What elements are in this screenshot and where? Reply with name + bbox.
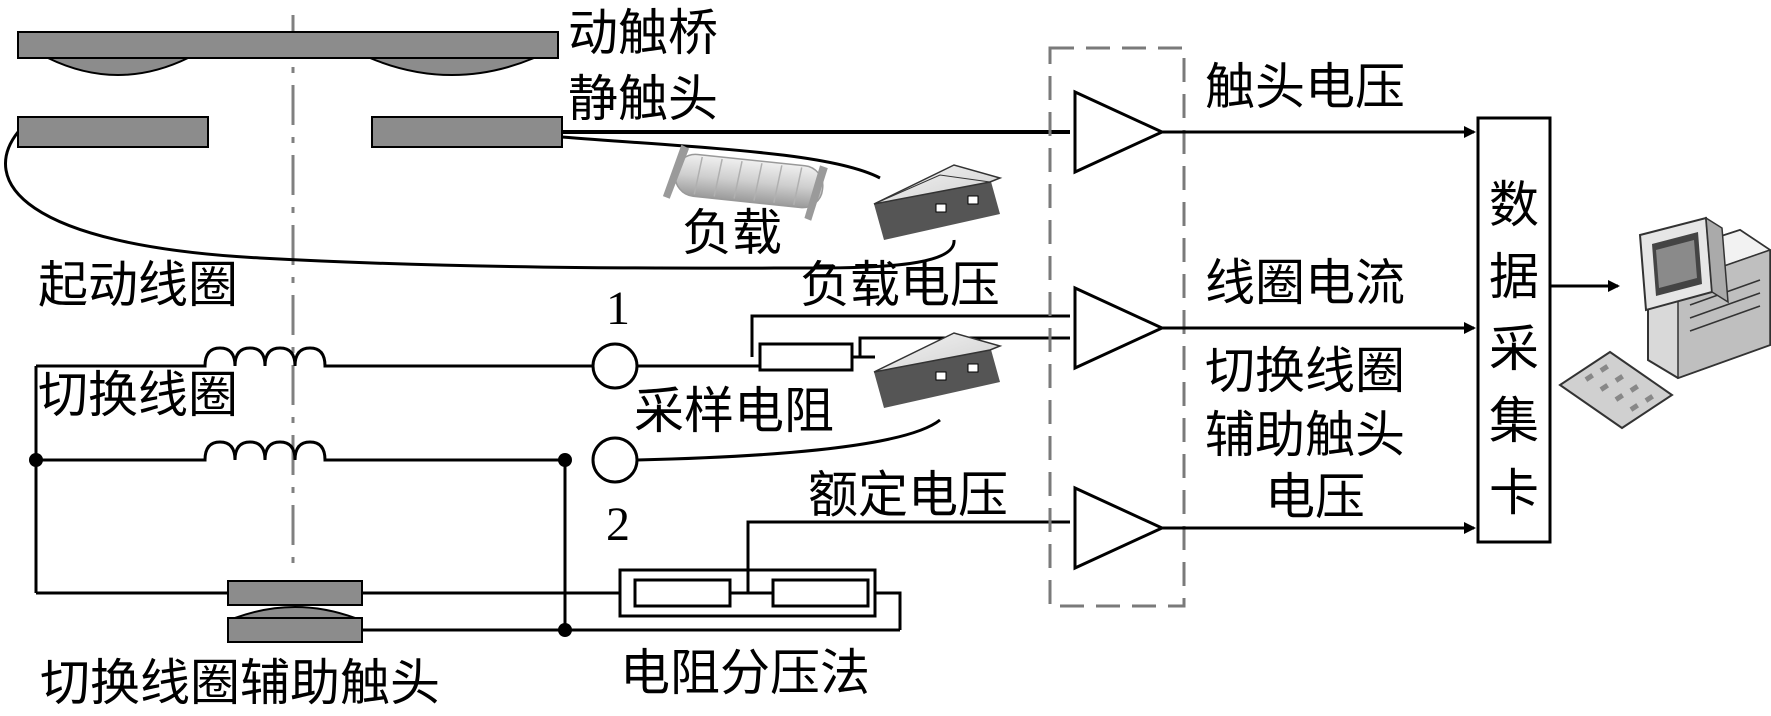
terminal-1-label: 1 [606,282,630,335]
rated-voltage-wire [746,520,1070,593]
aux-contact-label: 切换线圈辅助触头 [40,654,440,712]
aux-voltage-label-3: 电压 [1265,468,1365,526]
computer-icon [1558,216,1771,430]
coil-current-wire-a [750,314,1070,357]
aux-voltage-label-2: 辅助触头 [1205,406,1405,464]
load-wire-right [561,135,881,180]
amplifier-1 [1073,89,1166,175]
start-coil-label: 起动线圈 [38,256,238,314]
start-coil-symbol [36,346,600,368]
coil-current-label: 线圈电流 [1205,254,1405,312]
load-resistor-icon [662,144,828,221]
aux-contact-top [227,580,363,606]
amplifier-3 [1073,485,1166,571]
voltage-probe-icon-2 [873,332,1003,408]
coil-current-wire-b [858,336,1070,357]
contact-voltage-label: 触头电压 [1205,58,1405,116]
switch-coil-label: 切换线圈 [38,366,238,424]
junction-left [29,453,43,467]
static-contact-right [371,116,563,148]
daq-card [1476,116,1552,544]
terminal-2-label: 2 [606,498,630,551]
probe2-wire [636,418,941,462]
sampling-resistor-label: 采样电阻 [634,382,834,440]
voltage-probe-icon [873,164,1003,240]
load-voltage-label: 负载电压 [800,256,1000,314]
daq-char-2: 据 [1489,248,1539,306]
divider-resistor-1 [633,578,732,608]
aux-voltage-label-1: 切换线圈 [1205,342,1405,400]
switch-coil-symbol [36,440,565,462]
aux-contact-bottom [227,606,363,643]
terminal-2 [591,436,639,484]
moving-bridge-label: 动触桥 [568,4,718,62]
daq-char-5: 卡 [1489,464,1539,522]
daq-char-3: 采 [1489,320,1539,378]
daq-char-1: 数 [1489,176,1539,234]
static-contact-label: 静触头 [568,70,718,128]
daq-char-4: 集 [1489,392,1539,450]
divider-resistor-2 [771,578,870,608]
sampling-resistor [758,342,854,372]
amplifier-2 [1073,285,1166,371]
static-contact-left [17,116,209,148]
rated-voltage-label: 额定电压 [808,466,1008,524]
terminal-1 [591,342,639,390]
load-wire-left [4,131,956,270]
moving-contact-bridge [17,31,559,76]
divider-out-wire [875,591,902,630]
divider-label: 电阻分压法 [620,644,870,702]
junction-inner-top [558,453,572,467]
load-label: 负载 [682,204,782,262]
